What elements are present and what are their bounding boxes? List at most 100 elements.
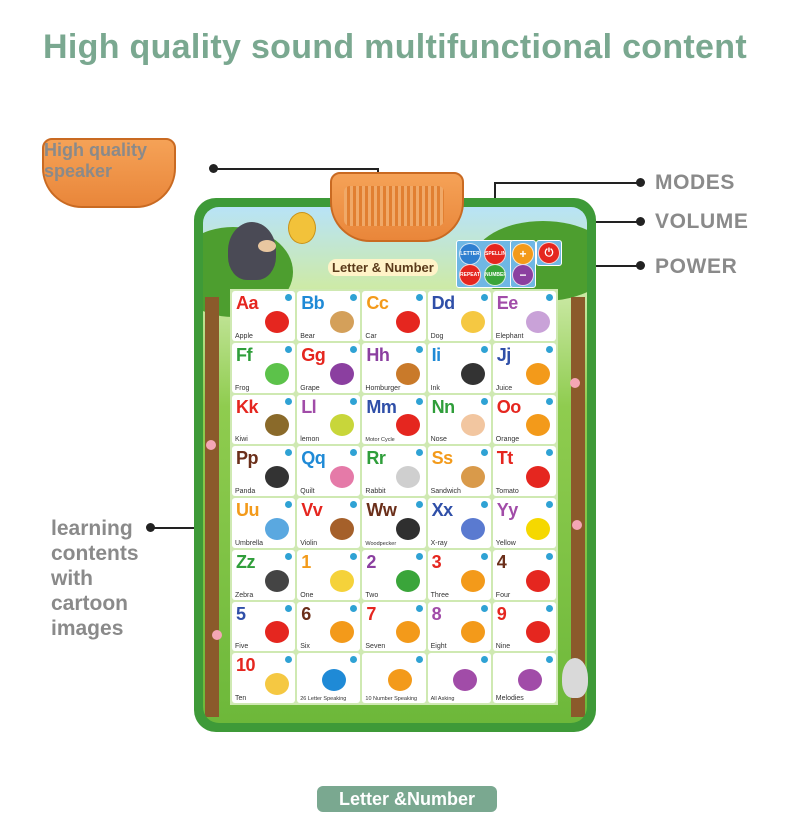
chicks-icon	[460, 569, 485, 592]
callout-learning-line: contents	[51, 542, 139, 565]
grid-cell[interactable]: All Asking	[427, 653, 491, 703]
cell-word: Five	[235, 643, 249, 651]
cell-word: Elephant	[495, 332, 524, 340]
cell-character: 8	[431, 603, 442, 624]
repeat-mode-button[interactable]: REPEAT	[459, 264, 481, 286]
play-icon	[480, 552, 488, 560]
music-notes-icon	[518, 669, 542, 691]
cell-character: Uu	[236, 500, 260, 520]
cell-word: Nine	[495, 643, 511, 651]
play-icon	[415, 449, 423, 457]
cell-word: Kiwi	[235, 436, 248, 444]
frog-icon	[265, 362, 290, 385]
yellow-square-icon	[526, 517, 550, 540]
question-icon	[452, 669, 477, 691]
cell-character: Vv	[301, 500, 323, 520]
cell-character: Aa	[236, 293, 259, 313]
cell-character: Cc	[366, 293, 389, 313]
cell-word: Motor Cycle	[365, 437, 395, 444]
cell-word: Juice	[495, 384, 513, 392]
number-mode-button[interactable]: NUMBER	[484, 264, 506, 286]
violin-icon	[330, 517, 355, 540]
flower-icon	[206, 440, 216, 450]
cell-word: X-ray	[430, 539, 448, 547]
play-icon	[546, 449, 553, 457]
power-button[interactable]: ⏻	[538, 242, 560, 264]
quilt-icon	[330, 466, 355, 488]
callout-learning-contents: learning contents with cartoon images	[51, 516, 139, 641]
callout-line-speaker	[213, 168, 379, 170]
tree-trunk-right	[571, 297, 585, 717]
pencils-icon	[265, 673, 290, 695]
hamburger-icon	[395, 362, 420, 385]
letter-mode-button[interactable]: LETTER	[459, 243, 481, 265]
juice-icon	[526, 362, 550, 385]
grid-cell[interactable]: Melodies	[492, 653, 556, 703]
grid-cell[interactable]: 26 Letter Speaking	[297, 653, 361, 703]
volume-down-button[interactable]: −	[512, 264, 534, 286]
callout-volume: VOLUME	[655, 210, 749, 233]
callout-speaker: High quality speaker	[42, 138, 176, 208]
play-icon	[285, 656, 293, 664]
lemon-icon	[330, 414, 355, 437]
cell-word: 26 Letter Speaking	[300, 696, 347, 702]
elephant-icon	[526, 310, 550, 333]
zebra-icon	[265, 569, 290, 592]
cell-word: Bear	[300, 332, 315, 340]
cell-character: 6	[301, 603, 311, 624]
cell-character: 7	[366, 603, 376, 624]
spelling-mode-button[interactable]: SPELLING	[484, 243, 506, 265]
grid-cell[interactable]: 10 Number Speaking	[362, 653, 426, 703]
cell-character: Nn	[431, 396, 456, 417]
cell-word: 10 Number Speaking	[365, 696, 418, 702]
cell-word: Violin	[300, 539, 318, 547]
mole-snout	[258, 240, 276, 252]
cell-character: Xx	[431, 500, 454, 520]
cell-character: Ww	[366, 500, 397, 520]
play-icon	[415, 604, 423, 612]
volume-up-button[interactable]: +	[512, 243, 534, 265]
cell-word: Homburger	[365, 384, 401, 392]
cell-word: Three	[430, 591, 449, 599]
cell-word: Orange	[495, 436, 520, 444]
play-icon	[415, 501, 423, 508]
cell-word: Eight	[430, 643, 447, 651]
